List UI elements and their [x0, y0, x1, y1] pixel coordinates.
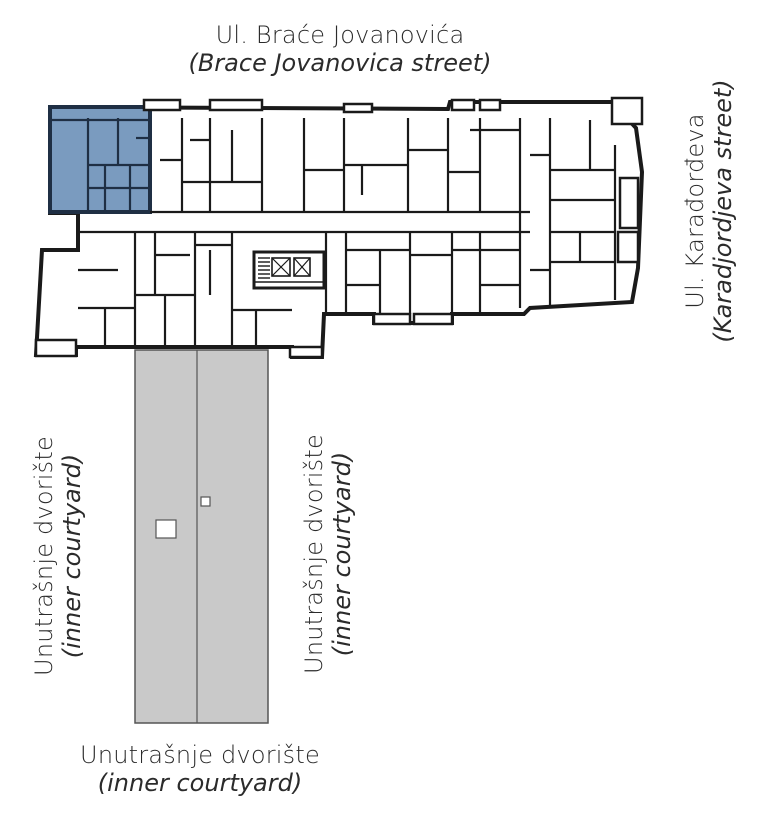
courtyard-vent — [200, 496, 211, 507]
interior-walls — [78, 118, 617, 347]
courtyard-skylight — [155, 519, 177, 539]
courtyard-bottom-name: Unutrašnje dvorište — [80, 741, 320, 769]
inner-courtyard-area — [134, 349, 269, 724]
north-street-name: Ul. Braće Jovanovića — [215, 21, 465, 49]
elevator-core — [252, 250, 326, 290]
highlighted-apartment — [48, 105, 152, 214]
courtyard-bottom-label: Unutrašnje dvorište (inner courtyard) — [40, 741, 360, 797]
courtyard-bottom-translation: (inner courtyard) — [97, 768, 303, 797]
north-street-label: Ul. Braće Jovanovića (Brace Jovanovica s… — [185, 21, 495, 77]
facade-bays — [34, 96, 644, 359]
north-street-translation: (Brace Jovanovica street) — [188, 48, 492, 77]
